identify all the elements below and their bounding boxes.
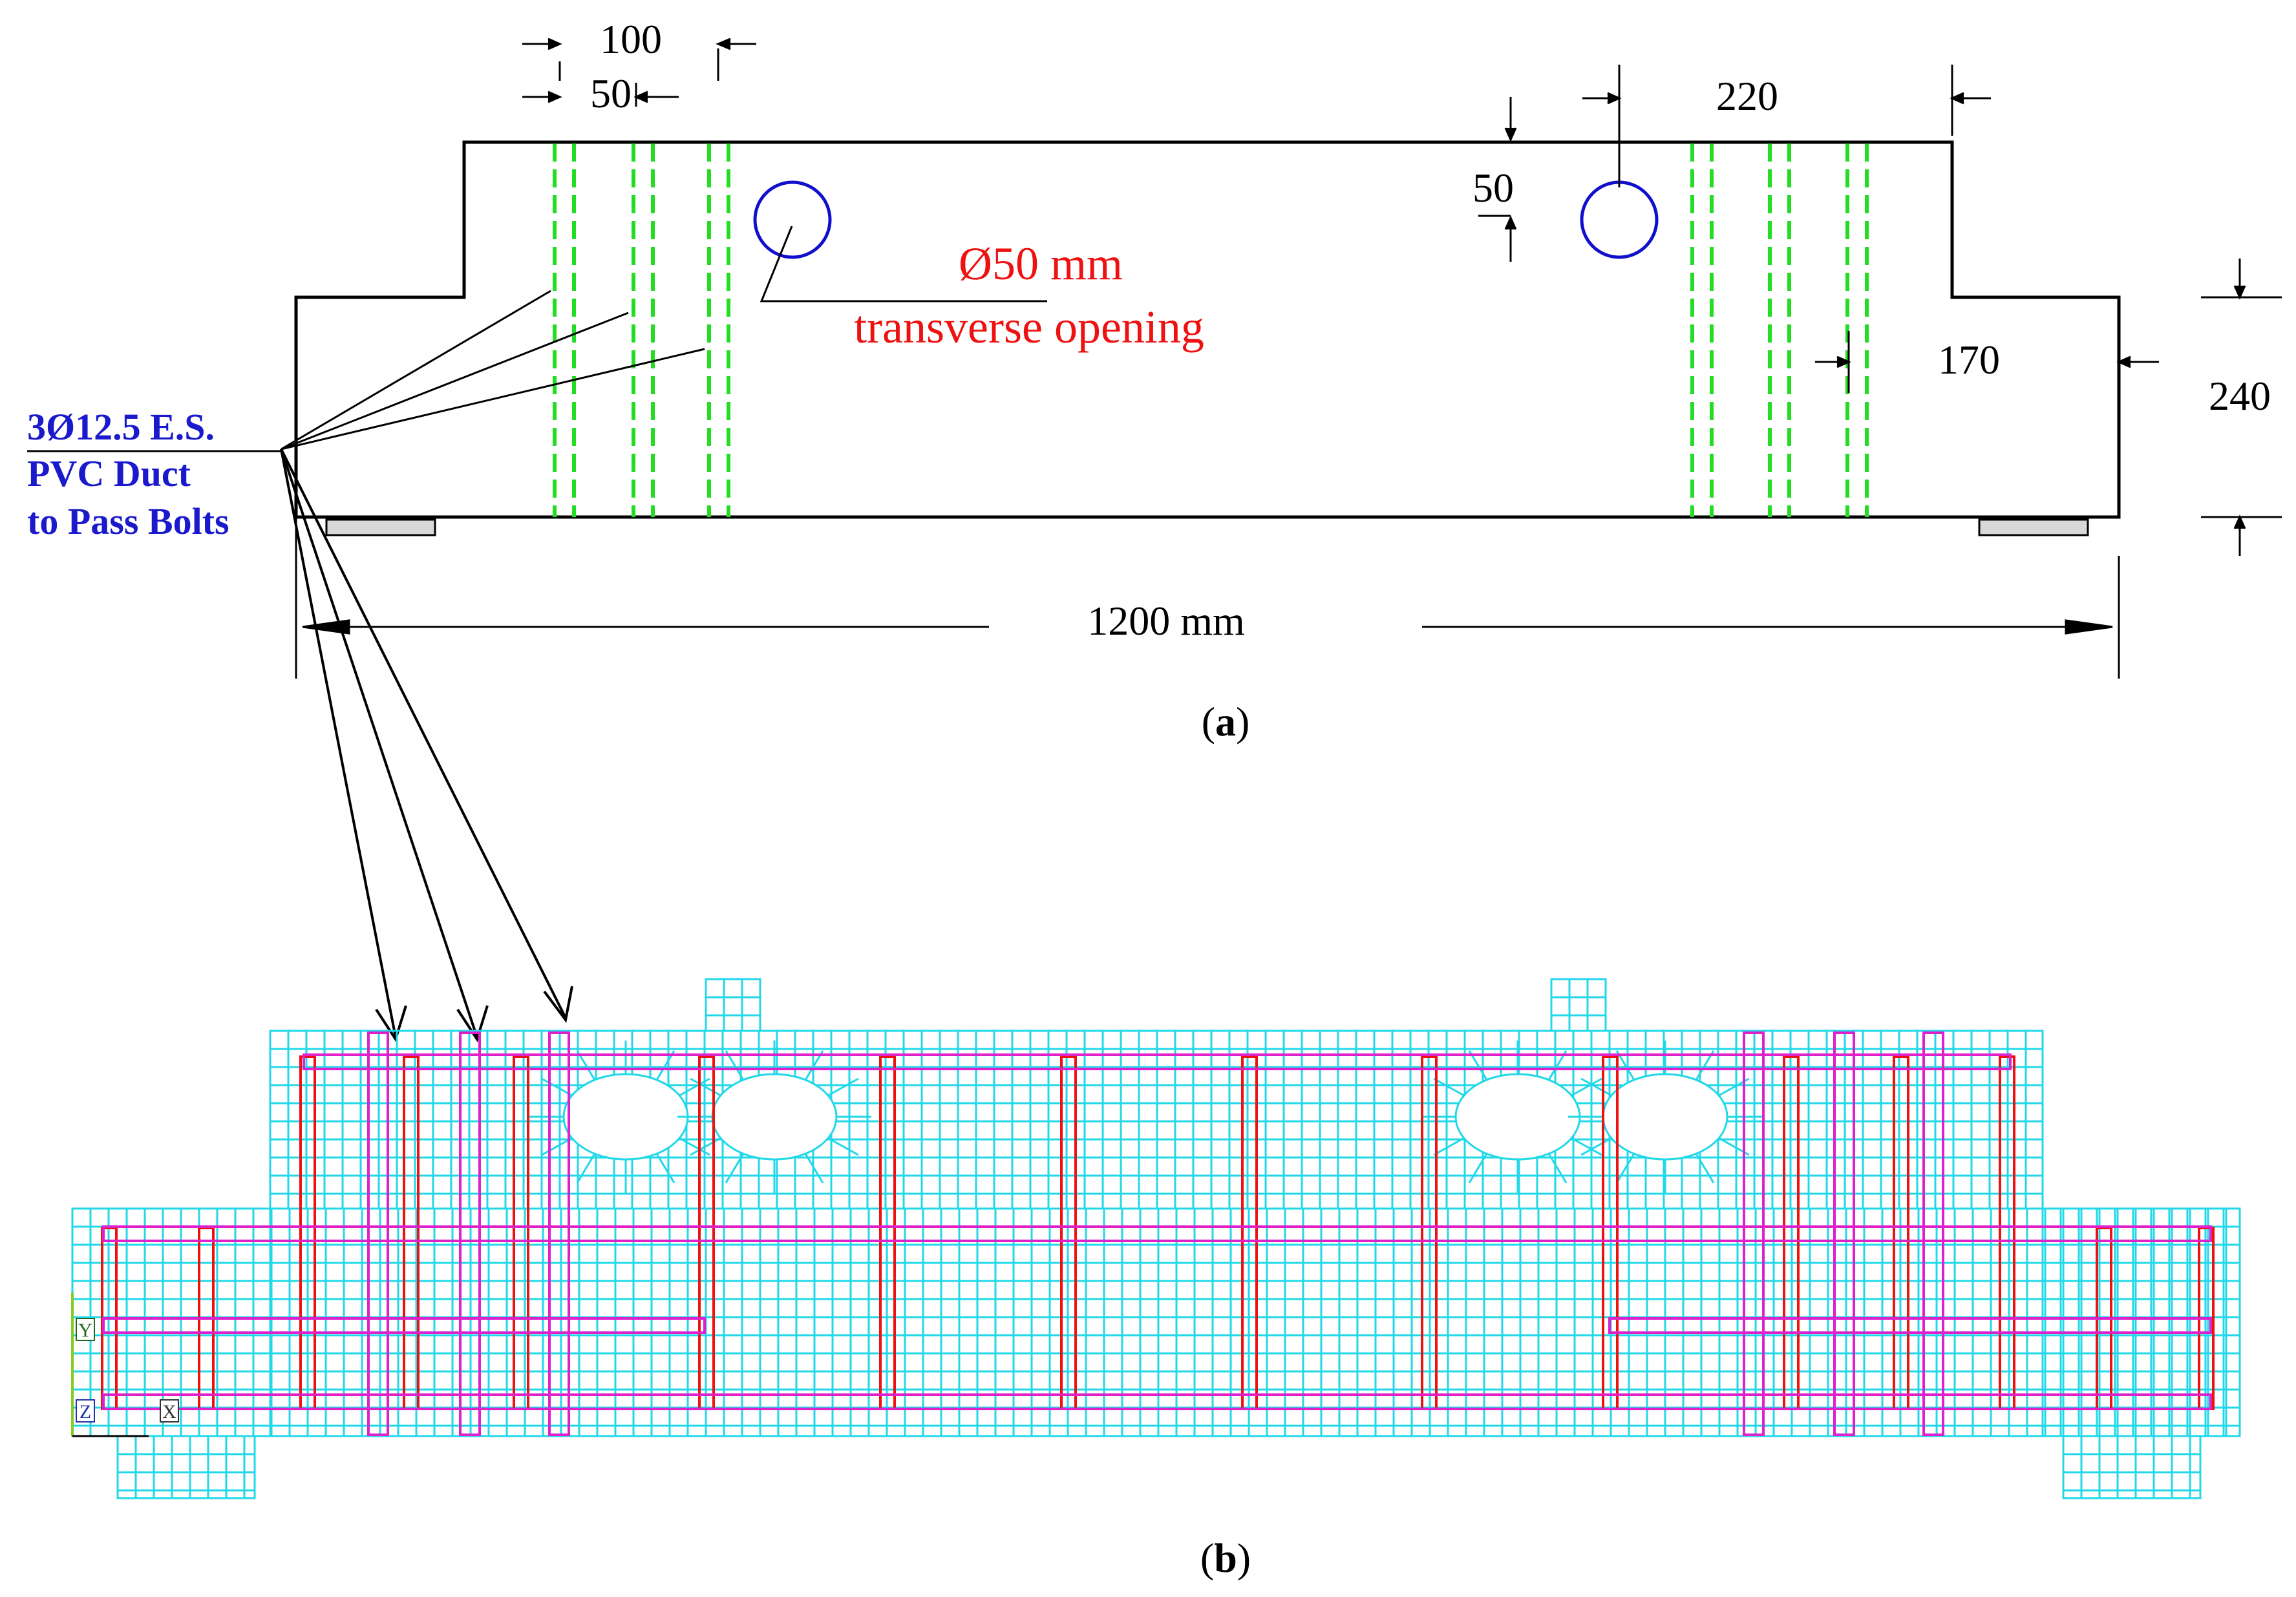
bolt-element-5 (1922, 1031, 1944, 1436)
bolt-element-3 (1743, 1031, 1765, 1436)
opening-spoke-1 (725, 1153, 745, 1183)
bolt-elements (367, 1031, 1944, 1436)
opening-spoke-2 (1571, 1137, 1602, 1156)
axis-x-label: X (162, 1401, 176, 1422)
opening-spoke-1 (827, 1077, 859, 1097)
duct-leader-lines (281, 290, 705, 450)
duct-label-line3: to Pass Bolts (27, 500, 229, 542)
left-load-plate-mesh-border (705, 978, 761, 1032)
opening-spoke-0 (576, 1153, 596, 1183)
opening-ring-0 (562, 1073, 689, 1161)
flange-top-bar (102, 1225, 2212, 1242)
dim-50-side-label: 50 (1472, 165, 1514, 211)
top-bar (303, 1053, 2012, 1070)
right-mid-bar (1608, 1317, 2212, 1334)
bolt-element-1 (459, 1031, 481, 1436)
right-load-plate-mesh-border (1550, 978, 1607, 1032)
dim-220-label: 220 (1716, 73, 1778, 119)
dim-220 (1582, 65, 1991, 187)
axis-y-label: Y (78, 1320, 92, 1341)
bolt-pointer-arrows (280, 449, 573, 1042)
dim-100 (522, 37, 756, 81)
opening-spoke-0 (679, 1077, 710, 1097)
beam-outline (294, 140, 2121, 519)
opening-spoke-2 (1547, 1153, 1568, 1183)
opening-spoke-1 (804, 1153, 824, 1183)
dim-100-label: 100 (600, 16, 662, 62)
caption-b: (b) (1200, 1535, 1251, 1581)
opening-spoke-3 (1695, 1153, 1715, 1183)
duct-label-line2: PVC Duct (27, 452, 191, 494)
longitudinal-reinforcement (102, 1053, 2212, 1410)
axis-triad: Y Z X (71, 1293, 179, 1437)
right-support-mesh-border (2062, 1435, 2202, 1499)
opening-spoke-2 (1433, 1137, 1465, 1156)
opening-spoke-3 (1580, 1077, 1612, 1097)
concrete-mesh (71, 978, 2241, 1499)
pvc-duct-lines (553, 143, 1869, 517)
dim-50-top (522, 83, 679, 107)
opening-spoke-2 (1433, 1077, 1465, 1097)
opening-label-size: Ø50 mm (959, 238, 1123, 290)
opening-leader (760, 226, 1047, 302)
duct-label-line1: 3Ø12.5 E.S. (27, 406, 215, 448)
opening-spoke-2 (1468, 1153, 1488, 1183)
left-mid-bar (102, 1317, 706, 1334)
bottom-bar (102, 1393, 2212, 1410)
opening-spoke-3 (1615, 1153, 1635, 1183)
dim-50-side (1478, 97, 1517, 262)
dim-240 (2201, 259, 2282, 556)
right-support-plate (1978, 518, 2089, 536)
opening-ring-3 (1602, 1073, 1728, 1161)
opening-ring-1 (711, 1073, 838, 1161)
axis-z-label: Z (80, 1401, 91, 1422)
caption-a: (a) (1202, 699, 1250, 745)
panel-b-finite-element-model: Y Z X (b) (71, 978, 2241, 1581)
bolt-element-2 (548, 1031, 570, 1436)
dim-span (295, 465, 2120, 679)
bolt-element-4 (1833, 1031, 1855, 1436)
opening-spoke-2 (1571, 1077, 1602, 1097)
dim-240-label: 240 (2209, 373, 2271, 419)
opening-spoke-1 (690, 1077, 721, 1097)
opening-label-text: transverse opening (854, 301, 1204, 353)
opening-spoke-0 (655, 1153, 675, 1183)
panel-a-beam-elevation: Ø50 mm transverse opening 3Ø12.5 E.S. PV… (27, 16, 2282, 745)
left-support-plate (325, 518, 436, 536)
opening-spoke-1 (827, 1137, 859, 1156)
dim-170 (1815, 331, 2159, 393)
bolt-element-0 (367, 1031, 389, 1436)
opening-spoke-3 (1580, 1137, 1612, 1156)
opening-ring-2 (1454, 1073, 1581, 1161)
dim-span-label: 1200 mm (1087, 598, 1245, 644)
stirrup-4 (513, 1055, 529, 1410)
opening-spoke-1 (690, 1137, 721, 1156)
opening-spoke-0 (541, 1077, 573, 1097)
dim-170-label: 170 (1938, 337, 2000, 383)
right-transverse-opening (1580, 180, 1659, 259)
opening-spoke-0 (679, 1137, 710, 1156)
opening-mesh-refinement (529, 1041, 1762, 1193)
opening-spoke-0 (541, 1137, 573, 1156)
left-transverse-opening (753, 180, 832, 259)
left-support-mesh-border (116, 1435, 256, 1499)
dim-50-top-label: 50 (590, 70, 632, 116)
